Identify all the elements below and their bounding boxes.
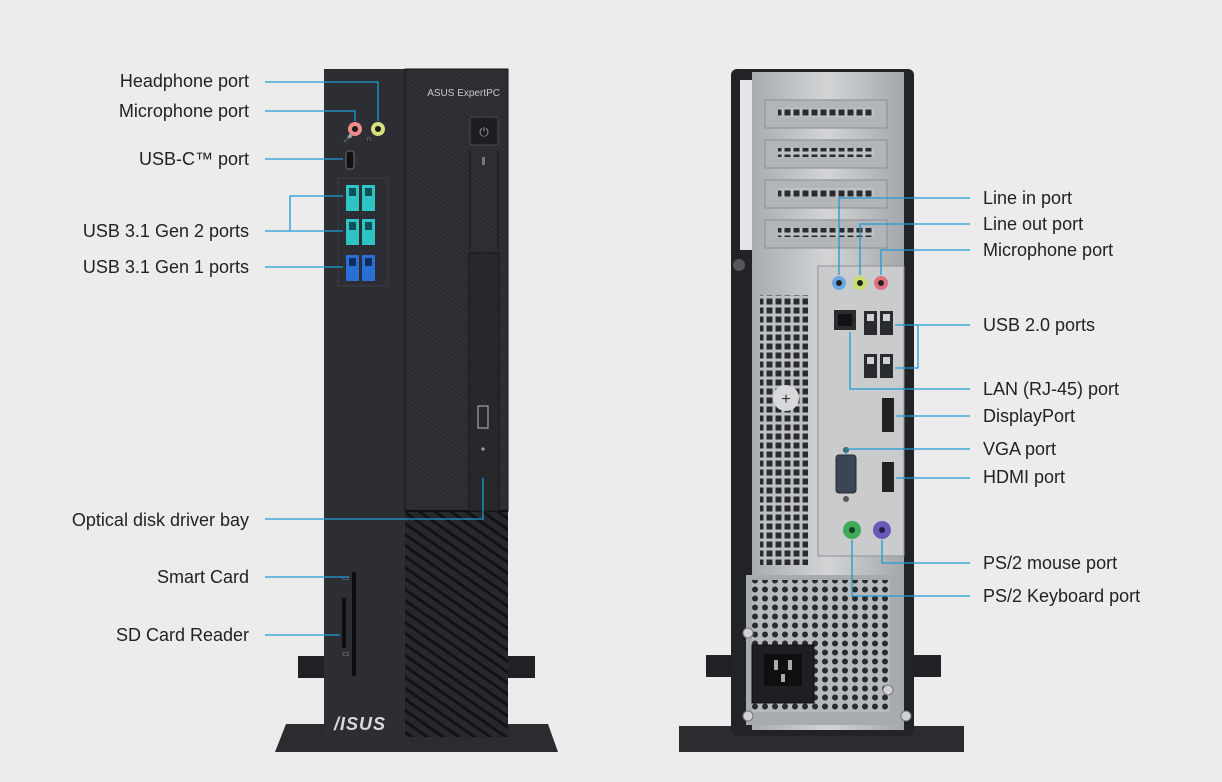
front-lower-grille (405, 512, 508, 737)
svg-text:+: + (781, 391, 790, 408)
label-rear-microphone-port: Microphone port (983, 240, 1114, 260)
label-lan-port: LAN (RJ-45) port (983, 379, 1120, 399)
leader-line-out (859, 223, 970, 275)
mic-symbol-icon: 🎤 (343, 133, 353, 143)
sd-card-slot[interactable] (342, 598, 346, 648)
headphone-symbol-icon: ∩ (366, 134, 372, 143)
label-usb-c-port: USB-C™ port (138, 149, 249, 169)
usb20-ports[interactable] (864, 311, 893, 378)
leader-rear-mic (880, 249, 970, 275)
displayport-port[interactable] (882, 398, 894, 432)
label-usb-gen1-ports: USB 3.1 Gen 1 ports (82, 257, 249, 277)
label-usb20-ports: USB 2.0 ports (983, 315, 1096, 335)
rear-stand-left-wing (706, 655, 738, 677)
optical-activity-dot (481, 447, 485, 451)
label-optical-drive-bay: Optical disk driver bay (71, 510, 249, 530)
optical-eject-button[interactable] (477, 405, 489, 429)
label-front-microphone-port: Microphone port (118, 101, 249, 121)
label-line-out-port: Line out port (983, 214, 1084, 234)
usb-c-port[interactable] (345, 150, 355, 170)
label-line-in-port: Line in port (983, 188, 1073, 208)
front-stand-left-wing (298, 656, 328, 678)
smart-card-slot[interactable] (352, 572, 356, 676)
rear-pc: + (679, 69, 964, 752)
hdmi-port[interactable] (882, 462, 894, 492)
power-button[interactable] (469, 116, 499, 146)
leader-optical (265, 478, 484, 520)
activity-led (482, 157, 485, 165)
label-headphone-port: Headphone port (119, 71, 249, 91)
front-brand-text: ASUS ExpertPC (427, 88, 500, 99)
leader-headphone (265, 81, 379, 121)
power-icon: ⏻ (479, 125, 489, 139)
leader-front-mic (265, 110, 356, 121)
label-hdmi-port: HDMI port (983, 467, 1066, 487)
usb-gen2-ports[interactable] (346, 185, 375, 245)
label-sd-card-reader: SD Card Reader (115, 625, 249, 645)
front-io-strip (324, 69, 404, 737)
leader-line-in (838, 197, 970, 275)
usb-gen1-ports[interactable] (346, 255, 375, 281)
leader-ps2-mouse (881, 540, 970, 564)
label-vga-port: VGA port (983, 439, 1057, 459)
leader-vga (845, 448, 970, 455)
sd-card-icon: ▭ (342, 649, 350, 658)
front-asus-logo: /ISUS (333, 714, 386, 734)
front-stand-right-wing (505, 656, 535, 678)
leader-lan (849, 332, 970, 390)
expansion-slot-covers (764, 99, 888, 249)
leader-lines (265, 81, 970, 636)
leader-usb-gen2 (265, 195, 343, 232)
leader-usb20 (895, 324, 970, 369)
label-displayport: DisplayPort (983, 406, 1076, 426)
rear-vent (760, 295, 808, 565)
rear-stand-right-wing (909, 655, 941, 677)
leader-ps2-keyboard (851, 540, 970, 597)
label-ps2-mouse-port: PS/2 mouse port (983, 553, 1118, 573)
label-usb-gen2-ports: USB 3.1 Gen 2 ports (82, 221, 249, 241)
label-smart-card: Smart Card (156, 567, 249, 587)
label-ps2-keyboard-port: PS/2 Keyboard port (983, 586, 1141, 606)
optical-drive-tray[interactable] (468, 252, 500, 512)
front-pc: ASUS ExpertPC ⏻ 🎤 ∩ (275, 68, 558, 752)
vga-port[interactable] (835, 454, 857, 494)
